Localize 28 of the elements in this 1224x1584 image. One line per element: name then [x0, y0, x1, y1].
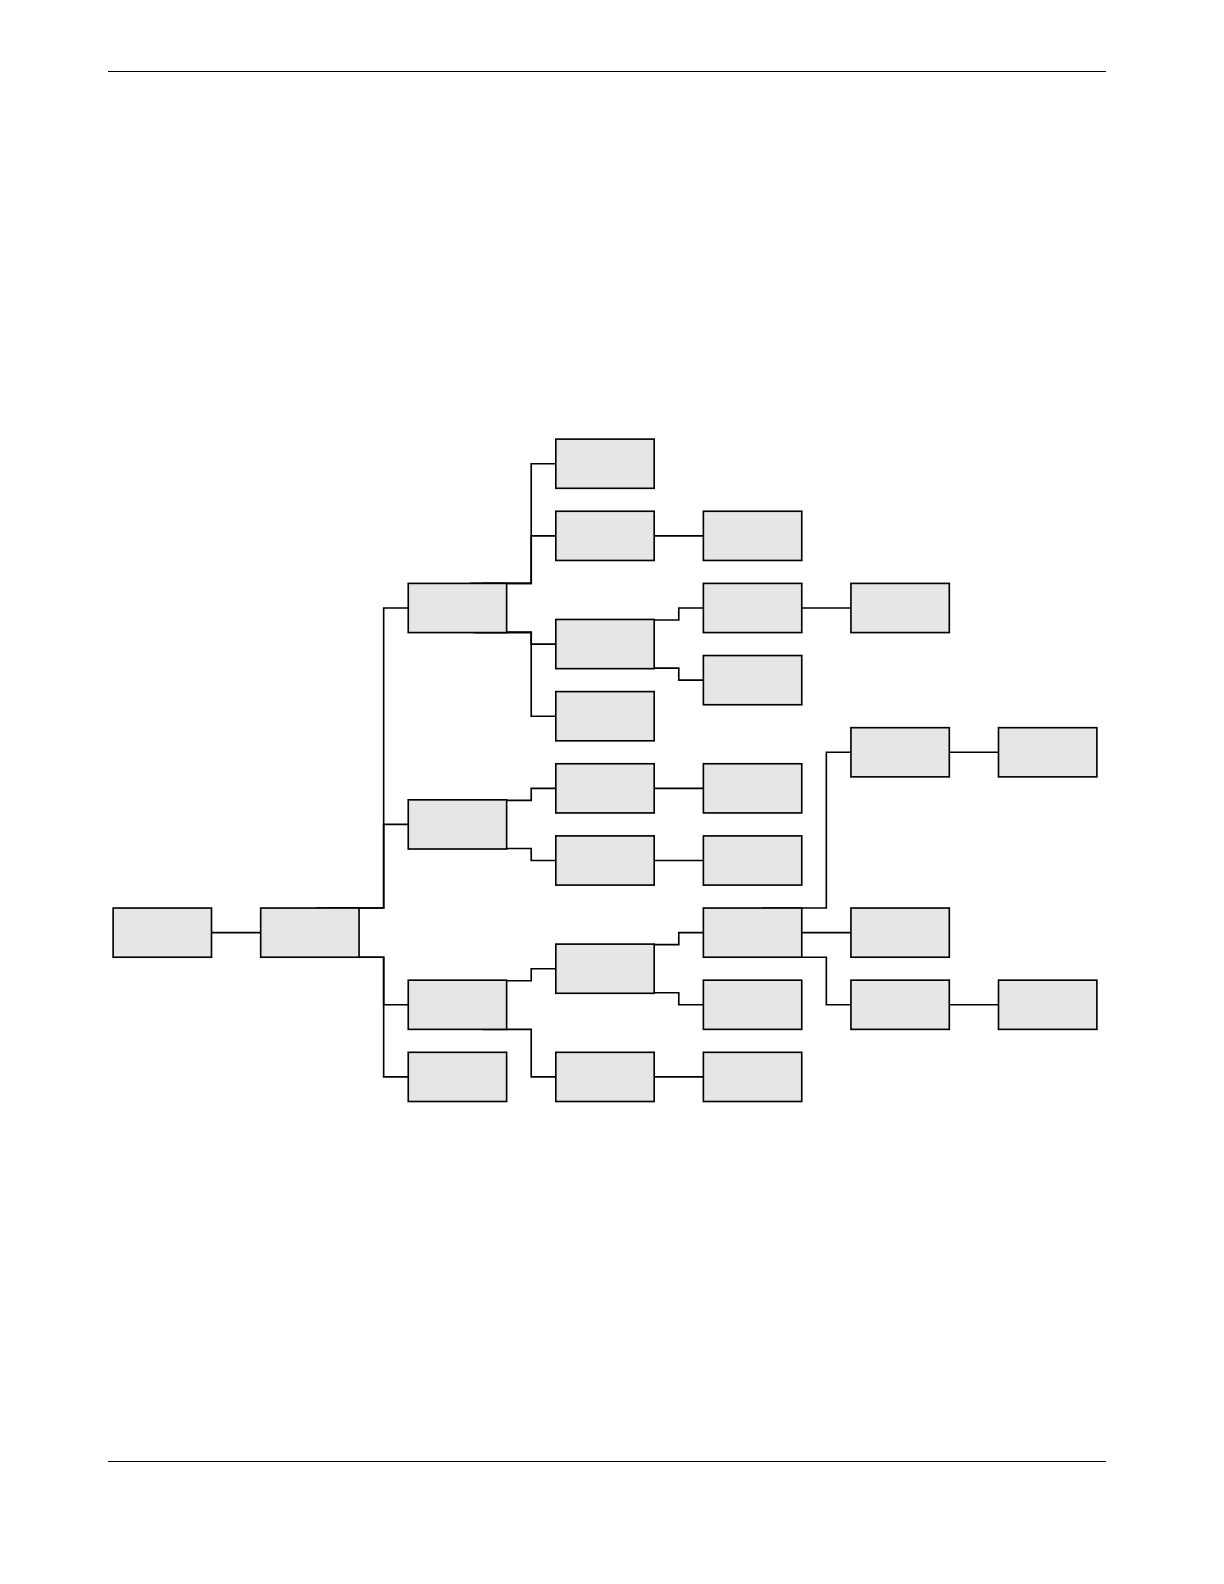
node-box — [259, 906, 360, 958]
node-box — [407, 798, 508, 850]
node-box — [702, 979, 803, 1030]
node-box — [702, 762, 803, 814]
node-box — [702, 906, 803, 958]
node-box — [997, 979, 1098, 1030]
node-box — [555, 1051, 655, 1102]
node-box — [555, 618, 655, 670]
node-box — [555, 438, 655, 489]
node-box — [112, 906, 213, 958]
node-box — [850, 906, 951, 958]
node-box — [702, 510, 803, 561]
node-box — [555, 762, 655, 814]
node-box — [555, 510, 655, 561]
node-box — [850, 979, 951, 1030]
node-box — [407, 979, 508, 1030]
node-box — [555, 690, 655, 742]
node-box — [702, 654, 803, 706]
node-box — [407, 582, 508, 634]
node-box — [997, 726, 1098, 778]
node-box — [407, 1051, 508, 1102]
node-box — [850, 582, 951, 634]
node-box — [555, 834, 655, 886]
node-box — [555, 942, 655, 994]
node-box — [702, 582, 803, 634]
node-box — [850, 726, 951, 778]
node-box — [702, 834, 803, 886]
node-box — [702, 1051, 803, 1102]
